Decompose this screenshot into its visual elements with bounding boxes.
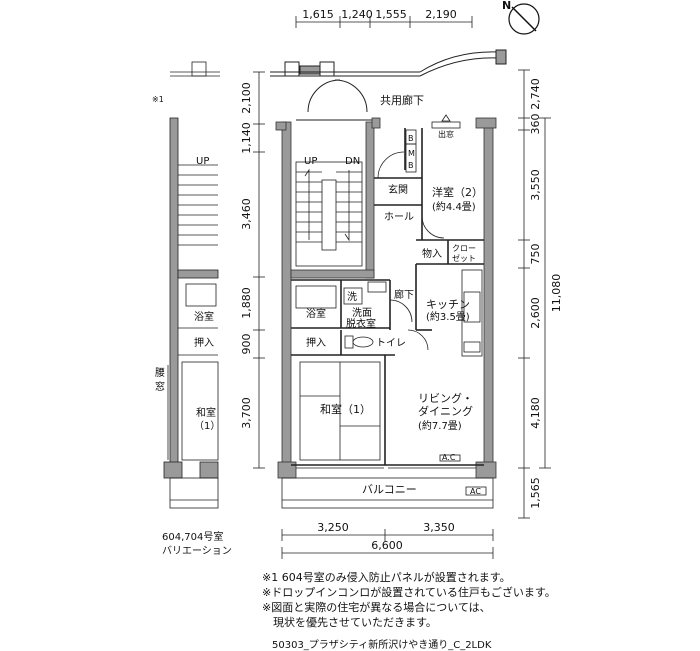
plan-footer-code: 50303_プラザシティ新所沢けやき通り_C_2LDK	[272, 640, 492, 651]
label-b-box: B	[408, 134, 414, 143]
dim-left-3: 3,460	[240, 198, 253, 230]
dim-right-5: 2,600	[529, 297, 542, 329]
dim-bottom-1: 3,250	[317, 521, 349, 534]
variation-note-marker: ※1	[152, 95, 164, 104]
label-washroom-1: 洗面	[352, 307, 372, 319]
dim-right-1: 2,740	[529, 78, 542, 110]
dim-right-total: 11,080	[550, 274, 563, 313]
room-labels: 共用廊下 出窓 B M B 洋室（2） (約4.4畳) 玄関 ホール 物入 クロ…	[306, 93, 483, 496]
dim-left-6: 3,700	[240, 397, 253, 429]
label-mb-b: B	[408, 161, 414, 170]
dim-right-6: 4,180	[529, 397, 542, 429]
label-bath: 浴室	[306, 307, 326, 320]
label-washroom-2: 脱衣室	[346, 317, 376, 330]
dim-left-2: 1,140	[240, 122, 253, 154]
dim-left-1: 2,100	[240, 82, 253, 114]
dim-right-4: 750	[529, 244, 542, 265]
compass-north-label: N	[502, 0, 511, 12]
dim-top-3: 1,555	[375, 8, 407, 21]
label-bay-window: 出窓	[438, 129, 454, 139]
dim-left-4: 1,880	[240, 287, 253, 319]
label-japanese-room: 和室（1）	[320, 402, 371, 416]
label-living-2: ダイニング	[418, 404, 473, 418]
dim-left-5: 900	[240, 334, 253, 355]
dim-bottom-2: 3,350	[423, 521, 455, 534]
dim-right-2: 360	[529, 114, 542, 135]
fixtures	[281, 114, 494, 509]
label-kitchen: キッチン	[426, 298, 470, 311]
variation-oshiire: 押入	[194, 336, 214, 349]
label-kitchen-size: (約3.5畳)	[426, 310, 470, 323]
label-ac-2: AC	[470, 487, 481, 496]
label-hall: ホール	[384, 211, 414, 223]
dim-top-1: 1,615	[302, 8, 334, 21]
interior-walls	[291, 128, 484, 466]
variation-labels: ※1 UP 浴室 押入 腰 窓 和室 （1） 604,704号室 バリエーション	[152, 95, 232, 557]
label-living-1: リビング・	[418, 391, 473, 405]
label-storage: 物入	[422, 247, 442, 260]
variation-japanese-1: 和室	[196, 406, 216, 419]
label-mb-m: M	[408, 149, 415, 158]
main-walls	[275, 117, 497, 479]
stair-up-label: UP	[304, 156, 317, 167]
variation-plan	[163, 61, 220, 509]
label-toilet: トイレ	[376, 338, 406, 349]
label-balcony: バルコニー	[362, 483, 417, 496]
dim-top-4: 2,190	[425, 8, 457, 21]
label-corridor: 共用廊下	[380, 93, 424, 107]
dim-bottom-total: 6,600	[371, 539, 403, 552]
variation-bath: 浴室	[194, 310, 214, 323]
variation-koshi: 腰	[155, 367, 165, 379]
variation-up: UP	[196, 156, 209, 167]
label-living-size: (約7.7畳)	[418, 419, 462, 432]
compass: N	[502, 0, 540, 35]
label-closet-2: ゼット	[452, 253, 476, 263]
dimension-lines	[253, 16, 551, 559]
note-2: ※ドロップインコンロが設置されている住戸もございます。	[262, 586, 556, 599]
dim-right-7: 1,565	[529, 477, 542, 509]
dimension-labels: 1,615 1,240 1,555 2,190 2,100 1,140 3,46…	[240, 8, 563, 552]
variation-mado: 窓	[155, 380, 165, 393]
label-western-size: (約4.4畳)	[432, 200, 476, 213]
dim-top-2: 1,240	[341, 8, 373, 21]
variation-japanese-2: （1）	[194, 420, 220, 432]
dim-right-3: 3,550	[529, 169, 542, 201]
label-entrance: 玄関	[388, 183, 408, 196]
note-1: ※1 604号室のみ侵入防止パネルが設置されます。	[262, 571, 511, 584]
variation-caption-2: バリエーション	[162, 545, 232, 557]
note-4: 現状を優先させていただきます。	[262, 616, 437, 629]
label-closet-1: クロー	[452, 244, 476, 253]
label-ac-1: A.C	[442, 453, 456, 462]
label-hallway: 廊下	[394, 288, 414, 301]
label-western-room: 洋室（2）	[432, 185, 483, 199]
label-wash: 洗	[347, 291, 357, 303]
corridor-structures	[270, 49, 507, 121]
stair-dn-label: DN	[345, 156, 360, 167]
note-3: ※図面と実際の住宅が異なる場合については、	[262, 601, 491, 614]
label-oshiire: 押入	[306, 336, 326, 349]
stairwell	[295, 161, 363, 267]
variation-caption-1: 604,704号室	[162, 530, 223, 543]
